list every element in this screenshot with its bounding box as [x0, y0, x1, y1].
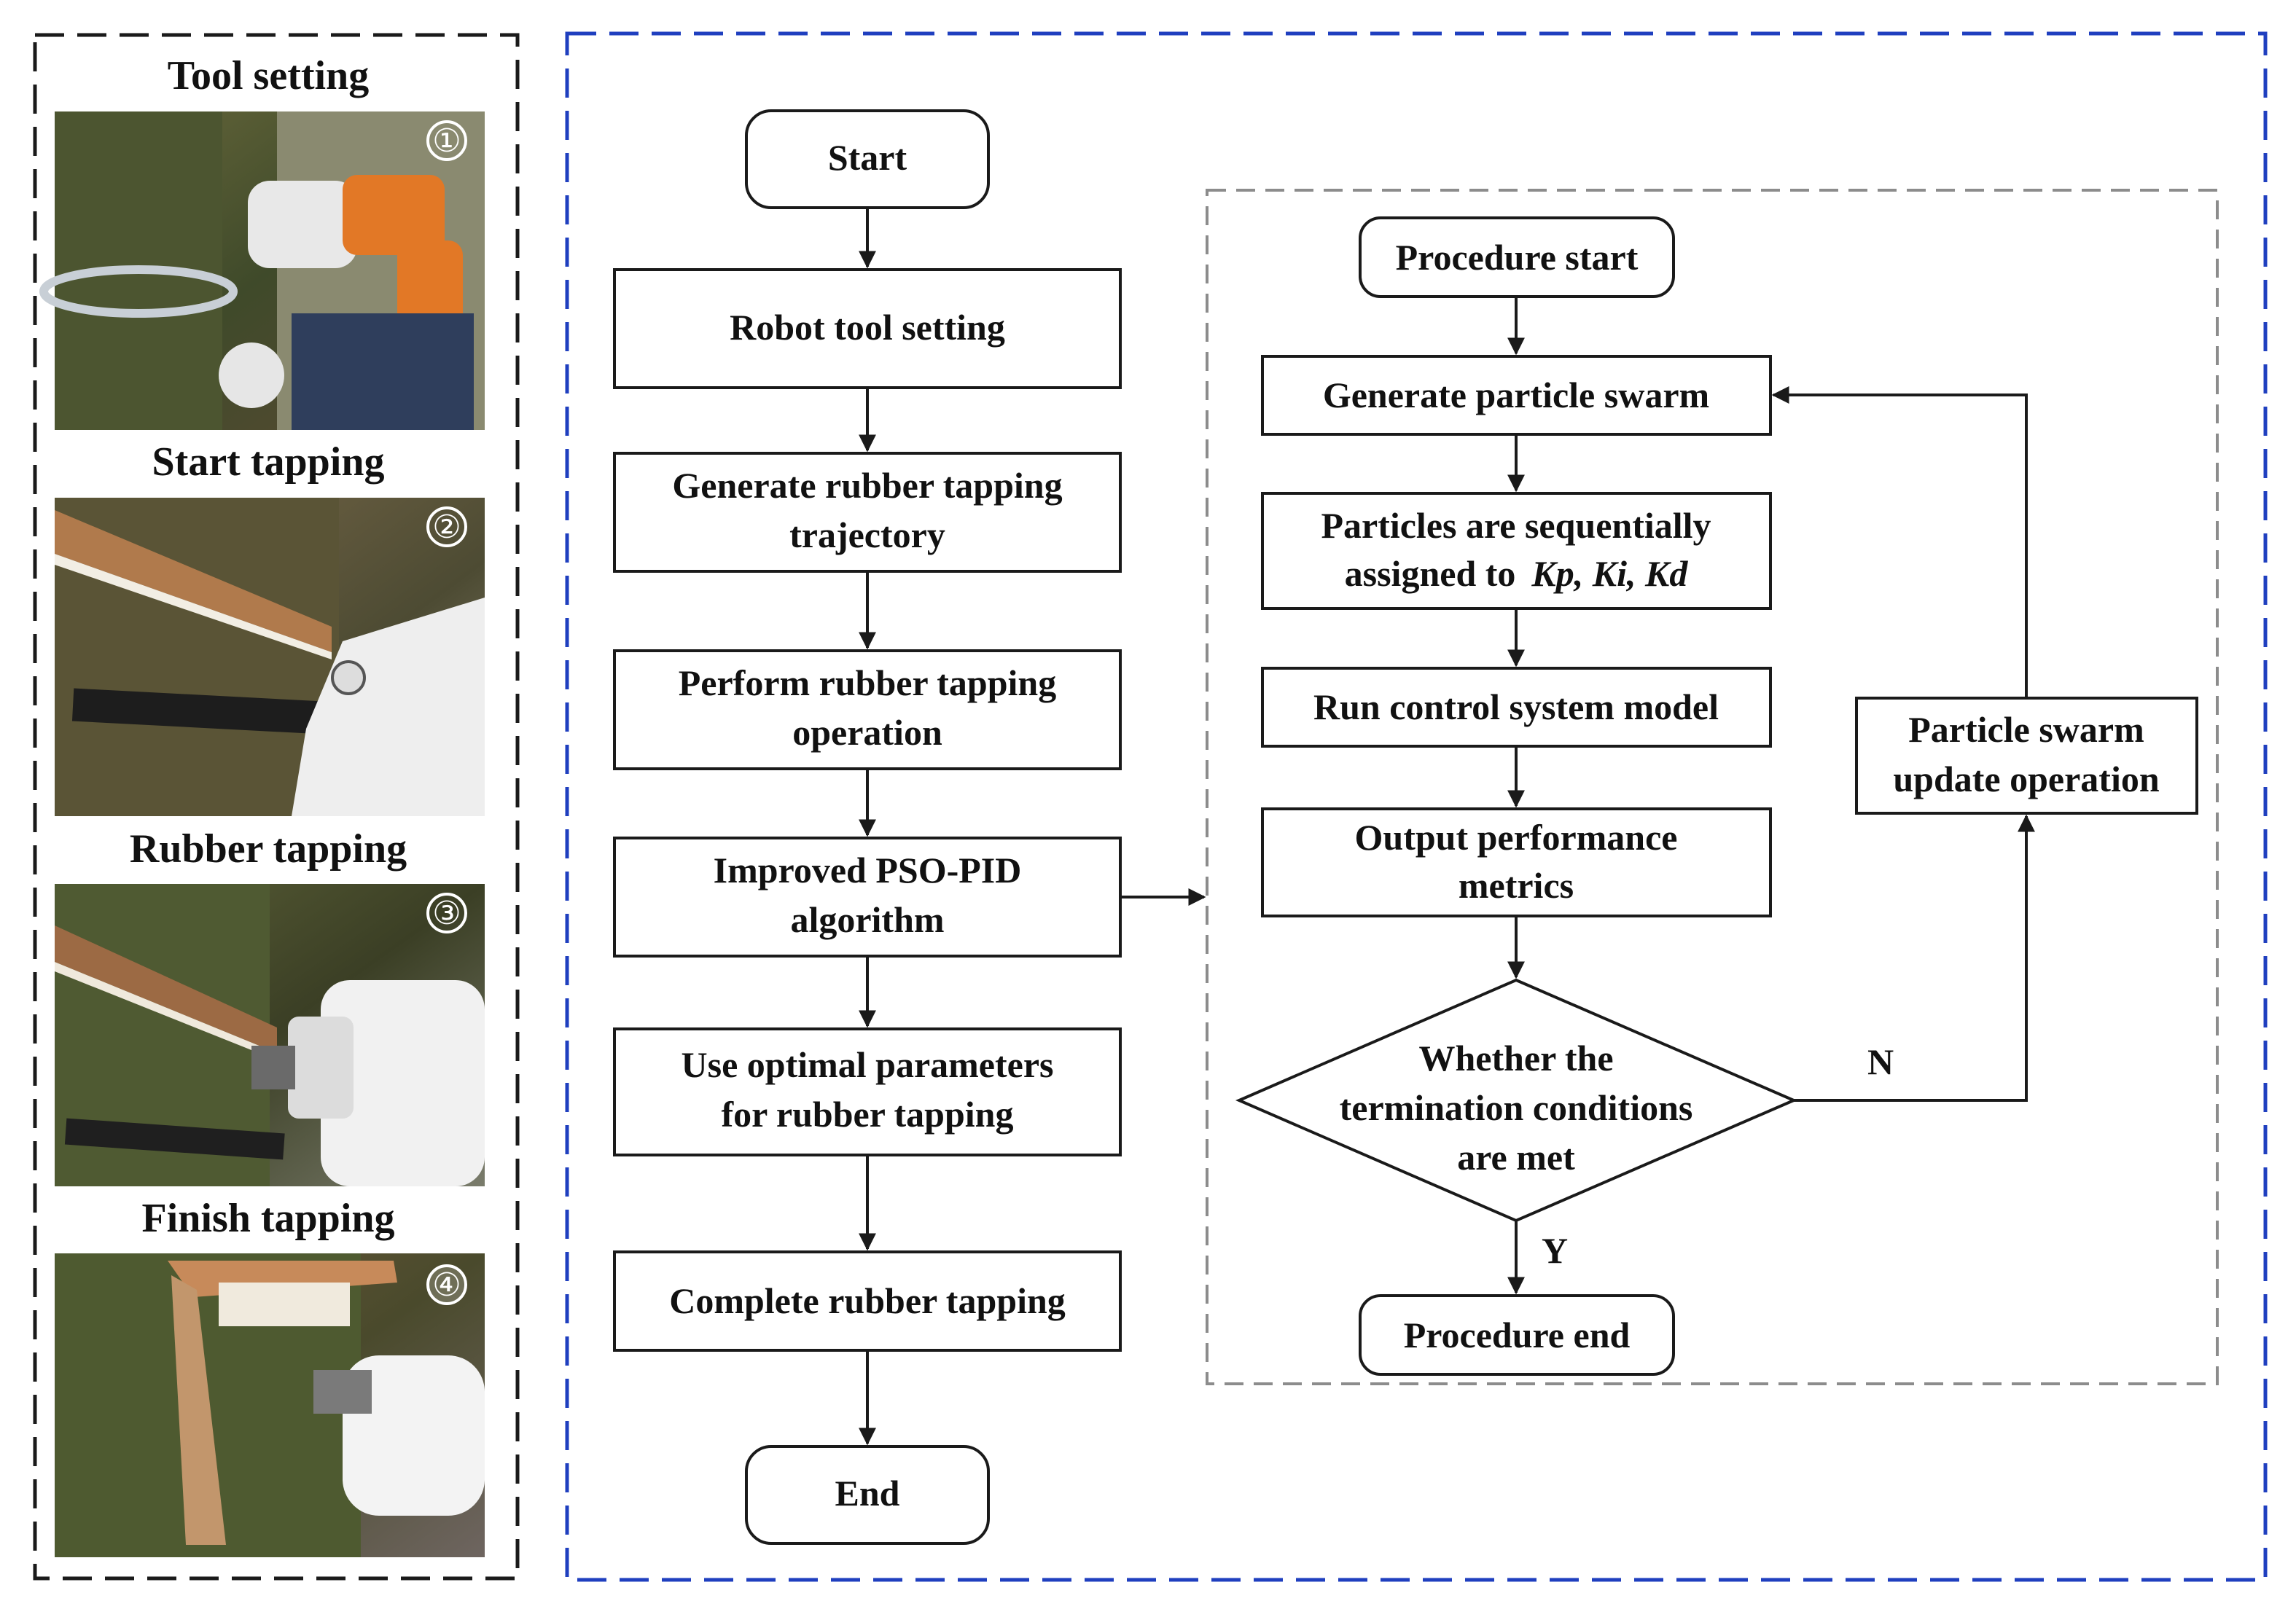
- photo-start-tapping: ②: [55, 498, 485, 816]
- photo-label-start-tapping: Start tapping: [152, 439, 385, 485]
- node-output-metrics-line1: Output performance: [1355, 817, 1678, 858]
- node-generate-swarm-label: Generate particle swarm: [1323, 375, 1709, 415]
- edge-decision-no-to-update: [1794, 814, 2035, 1102]
- right-flowchart-panel-frame: [565, 31, 2268, 1582]
- node-procedure-end: [1359, 1294, 1675, 1376]
- node-generate-trajectory: [613, 452, 1122, 573]
- pso-subflow: Procedure start Generate particle swarm …: [1235, 216, 2198, 1376]
- node-procedure-end-label: Procedure end: [1404, 1315, 1631, 1355]
- node-perform-tapping-line1: Perform rubber tapping: [679, 662, 1056, 703]
- node-assign-particles-params: Kp, Ki, Kd: [1531, 553, 1688, 594]
- node-update-swarm-line1: Particle swarm: [1908, 709, 2144, 750]
- node-improved-pso-pid-line1: Improved PSO-PID: [714, 850, 1022, 890]
- edge-update-to-generate: [1771, 386, 2028, 698]
- edge-label-no: N: [1867, 1041, 1894, 1082]
- photo-badge-3: ③: [432, 895, 461, 932]
- photo-item-start-tapping: Start tapping ②: [55, 439, 485, 816]
- node-generate-trajectory-line1: Generate rubber tapping: [672, 465, 1062, 506]
- photo-label-tool-setting: Tool setting: [168, 53, 369, 98]
- node-generate-trajectory-line2: trajectory: [789, 514, 945, 555]
- node-assign-particles-line2: assigned to Kp, Ki, Kd: [1345, 553, 1689, 594]
- node-complete-tapping-label: Complete rubber tapping: [669, 1280, 1066, 1321]
- photo-rubber-tapping: ③: [55, 884, 485, 1186]
- main-flow: Start Robot tool setting Generate rubber…: [613, 109, 1206, 1545]
- edge-label-yes: Y: [1542, 1230, 1568, 1271]
- node-optimal-parameters-line2: for rubber tapping: [721, 1094, 1013, 1135]
- node-robot-tool-setting: [613, 268, 1122, 389]
- node-improved-pso-pid-line2: algorithm: [790, 899, 944, 940]
- node-optimal-parameters: [613, 1027, 1122, 1156]
- node-termination-decision-line3: are met: [1457, 1137, 1575, 1178]
- node-run-model-label: Run control system model: [1313, 686, 1719, 727]
- node-perform-tapping: [613, 649, 1122, 770]
- photo-label-finish-tapping: Finish tapping: [141, 1196, 394, 1241]
- pso-subprocess-frame: [1206, 189, 2219, 1385]
- node-start-label: Start: [828, 137, 907, 178]
- photo-badge-1: ①: [432, 122, 461, 160]
- node-output-metrics: [1261, 807, 1772, 917]
- node-assign-particles-line1: Particles are sequentially: [1321, 505, 1711, 546]
- photo-label-rubber-tapping: Rubber tapping: [130, 826, 407, 872]
- node-procedure-start-label: Procedure start: [1396, 237, 1639, 278]
- node-termination-decision-line1: Whether the: [1418, 1038, 1613, 1078]
- left-photo-panel-frame: [33, 33, 520, 1581]
- photo-finish-tapping: ④: [55, 1253, 485, 1557]
- node-improved-pso-pid: [613, 837, 1122, 958]
- node-update-swarm: [1855, 697, 2198, 815]
- photo-badge-4: ④: [432, 1266, 461, 1304]
- photo-tool-setting: ①: [39, 111, 485, 430]
- node-run-model: [1261, 667, 1772, 748]
- node-output-metrics-line2: metrics: [1459, 865, 1574, 906]
- node-complete-tapping: [613, 1250, 1122, 1352]
- photo-item-tool-setting: Tool setting ①: [39, 53, 485, 430]
- node-robot-tool-setting-label: Robot tool setting: [730, 307, 1005, 348]
- node-optimal-parameters-line1: Use optimal parameters: [682, 1044, 1054, 1085]
- photo-item-rubber-tapping: Rubber tapping ③: [55, 826, 485, 1186]
- node-perform-tapping-line2: operation: [792, 712, 942, 753]
- node-termination-decision-line2: termination conditions: [1340, 1087, 1693, 1128]
- node-assign-particles: [1261, 492, 1772, 610]
- node-end-label: End: [835, 1473, 900, 1514]
- photo-item-finish-tapping: Finish tapping ④: [55, 1196, 485, 1557]
- photo-badge-2: ②: [432, 509, 461, 546]
- node-assign-particles-text: assigned to: [1345, 553, 1516, 594]
- node-update-swarm-line2: update operation: [1893, 759, 2160, 799]
- node-end: [745, 1445, 990, 1545]
